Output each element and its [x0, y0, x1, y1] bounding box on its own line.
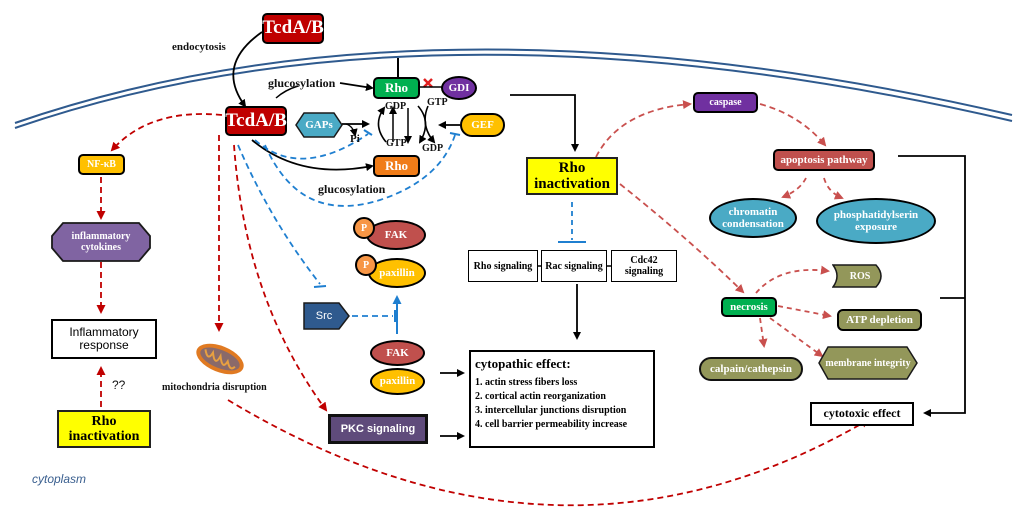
- inflammatory-response-box[interactable]: Inflammatory response: [51, 319, 157, 359]
- cytopathic-item: 2. cortical actin reorganization: [475, 391, 606, 402]
- gef-node[interactable]: GEF: [460, 113, 505, 137]
- mitochondria-label: mitochondria disruption: [162, 382, 267, 393]
- gaps-label: GAPs: [305, 118, 333, 131]
- glucosylation-top-line: [275, 85, 299, 99]
- inhibit-gaps-bar: [363, 129, 373, 136]
- fak-phospho-node[interactable]: FAK: [366, 220, 426, 250]
- nfkb-node[interactable]: NF-κB: [78, 154, 125, 175]
- rho-inactivation-center-box[interactable]: Rho inactivation: [526, 157, 618, 195]
- membrane-integrity-hexagon[interactable]: [818, 346, 918, 380]
- gtp-right-label: GTP: [427, 97, 448, 108]
- apoptosis-pathway-node[interactable]: apoptosis pathway: [773, 149, 875, 171]
- inhibit-gef-dash: [264, 134, 456, 207]
- apoptosis-to-ps-dash: [823, 177, 844, 200]
- cell-membrane-outer: [14, 48, 1013, 124]
- necrosis-to-atp-dash: [777, 305, 832, 320]
- rho-signaling-box[interactable]: Rho signaling: [468, 250, 538, 282]
- necrosis-to-membrane-dash: [769, 317, 824, 358]
- inactivation-to-necrosis-dash: [619, 183, 745, 294]
- fak-node[interactable]: FAK: [370, 340, 425, 366]
- phospho-fak-badge: P: [353, 217, 375, 239]
- gaps-hexagon[interactable]: [295, 112, 343, 138]
- src-pentagon[interactable]: [303, 302, 351, 330]
- cytopathic-effect-box[interactable]: cytopathic effect: 1. actin stress fiber…: [469, 350, 655, 448]
- cytopathic-item: 4. cell barrier permeability increase: [475, 419, 628, 430]
- necrosis-to-ros-dash: [755, 265, 830, 294]
- membrane-integrity-label: membrane integrity: [825, 357, 911, 369]
- cytokines-label: inflammatory cytokines: [71, 231, 131, 253]
- tcd-extracellular-node[interactable]: TcdA/B: [262, 13, 324, 44]
- endocytosis-arrow: [232, 31, 263, 108]
- atp-depletion-node[interactable]: ATP depletion: [837, 309, 922, 331]
- gtp-left-label: GTP: [386, 138, 407, 149]
- ros-label: ROS: [849, 270, 871, 282]
- cycle-left-arrow: [377, 106, 387, 143]
- tcd-to-nfkb-dash: [110, 113, 223, 152]
- cycle-right-arrow-1: [417, 105, 427, 144]
- cytotoxic-effect-box[interactable]: cytotoxic effect: [810, 402, 914, 426]
- rho-gdp-node[interactable]: Rho: [373, 77, 420, 99]
- unknown-link-label: ??: [112, 378, 126, 392]
- necrosis-to-calpain-dash: [758, 317, 768, 348]
- paxillin-phospho-node[interactable]: paxillin: [368, 258, 426, 288]
- caspase-node[interactable]: caspase: [693, 92, 758, 113]
- glucosylation-top-label: glucosylation: [268, 76, 336, 90]
- inactivation-to-caspase-dash: [595, 100, 692, 158]
- phosphatidylserine-exposure-node[interactable]: phosphatidylserin exposure: [816, 198, 936, 244]
- gdp-left-label: GDP: [385, 101, 407, 112]
- gdp-right-label: GDP: [422, 143, 444, 154]
- cycle-right-arrow-2: [424, 105, 436, 144]
- mito-to-cytotoxic-dash: [227, 399, 870, 507]
- apoptosis-to-chromatin-dash: [781, 177, 807, 199]
- cytopathic-item: 1. actin stress fibers loss: [475, 377, 578, 388]
- calpain-cathepsin-node[interactable]: calpain/cathepsin: [699, 357, 803, 381]
- necrosis-node[interactable]: necrosis: [721, 297, 777, 317]
- phospho-paxillin-badge: P: [355, 254, 377, 276]
- endocytosis-label: endocytosis: [172, 41, 226, 53]
- gdi-node[interactable]: GDI: [441, 76, 477, 100]
- cell-membrane-inner: [14, 53, 1013, 129]
- glucosylation-top-arrow: [339, 82, 374, 92]
- pkc-signaling-box[interactable]: PKC signaling: [328, 414, 428, 444]
- inhibit-src-bar: [313, 285, 327, 288]
- ros-shape[interactable]: [832, 264, 887, 288]
- cdc42-signaling-box[interactable]: Cdc42 signaling: [611, 250, 677, 282]
- inhibit-gef-bar: [449, 132, 461, 136]
- chromatin-condensation-node[interactable]: chromatin condensation: [709, 198, 797, 238]
- src-label: Src: [315, 309, 333, 322]
- tcd-intracellular-node[interactable]: TcdA/B: [225, 106, 287, 136]
- glucosylation-bottom-label: glucosylation: [318, 182, 386, 196]
- mitochondria-icon: [196, 343, 244, 375]
- pi-label: Pi: [350, 133, 360, 145]
- rho-gtp-node[interactable]: Rho: [373, 155, 420, 177]
- glucosylation-bottom-arrow: [251, 139, 374, 172]
- cytokines-octagon[interactable]: [51, 222, 151, 262]
- cytopathic-item: 3. intercellular junctions disruption: [475, 405, 627, 416]
- rac-signaling-box[interactable]: Rac signaling: [541, 250, 607, 282]
- caspase-to-apoptosis-dash: [759, 103, 827, 147]
- rho-inactivation-left-box[interactable]: Rho inactivation: [57, 410, 151, 448]
- cytoplasm-label: cytoplasm: [32, 472, 87, 486]
- paxillin-node[interactable]: paxillin: [370, 368, 425, 395]
- apoptosis-bracket: [898, 155, 966, 417]
- gdi-block-x: [423, 78, 433, 88]
- rho-to-inactivation-arrow: [510, 94, 579, 152]
- pi-arrow: [345, 123, 358, 137]
- cytopathic-title: cytopathic effect:: [475, 356, 571, 371]
- inhibit-src-dash: [237, 144, 321, 285]
